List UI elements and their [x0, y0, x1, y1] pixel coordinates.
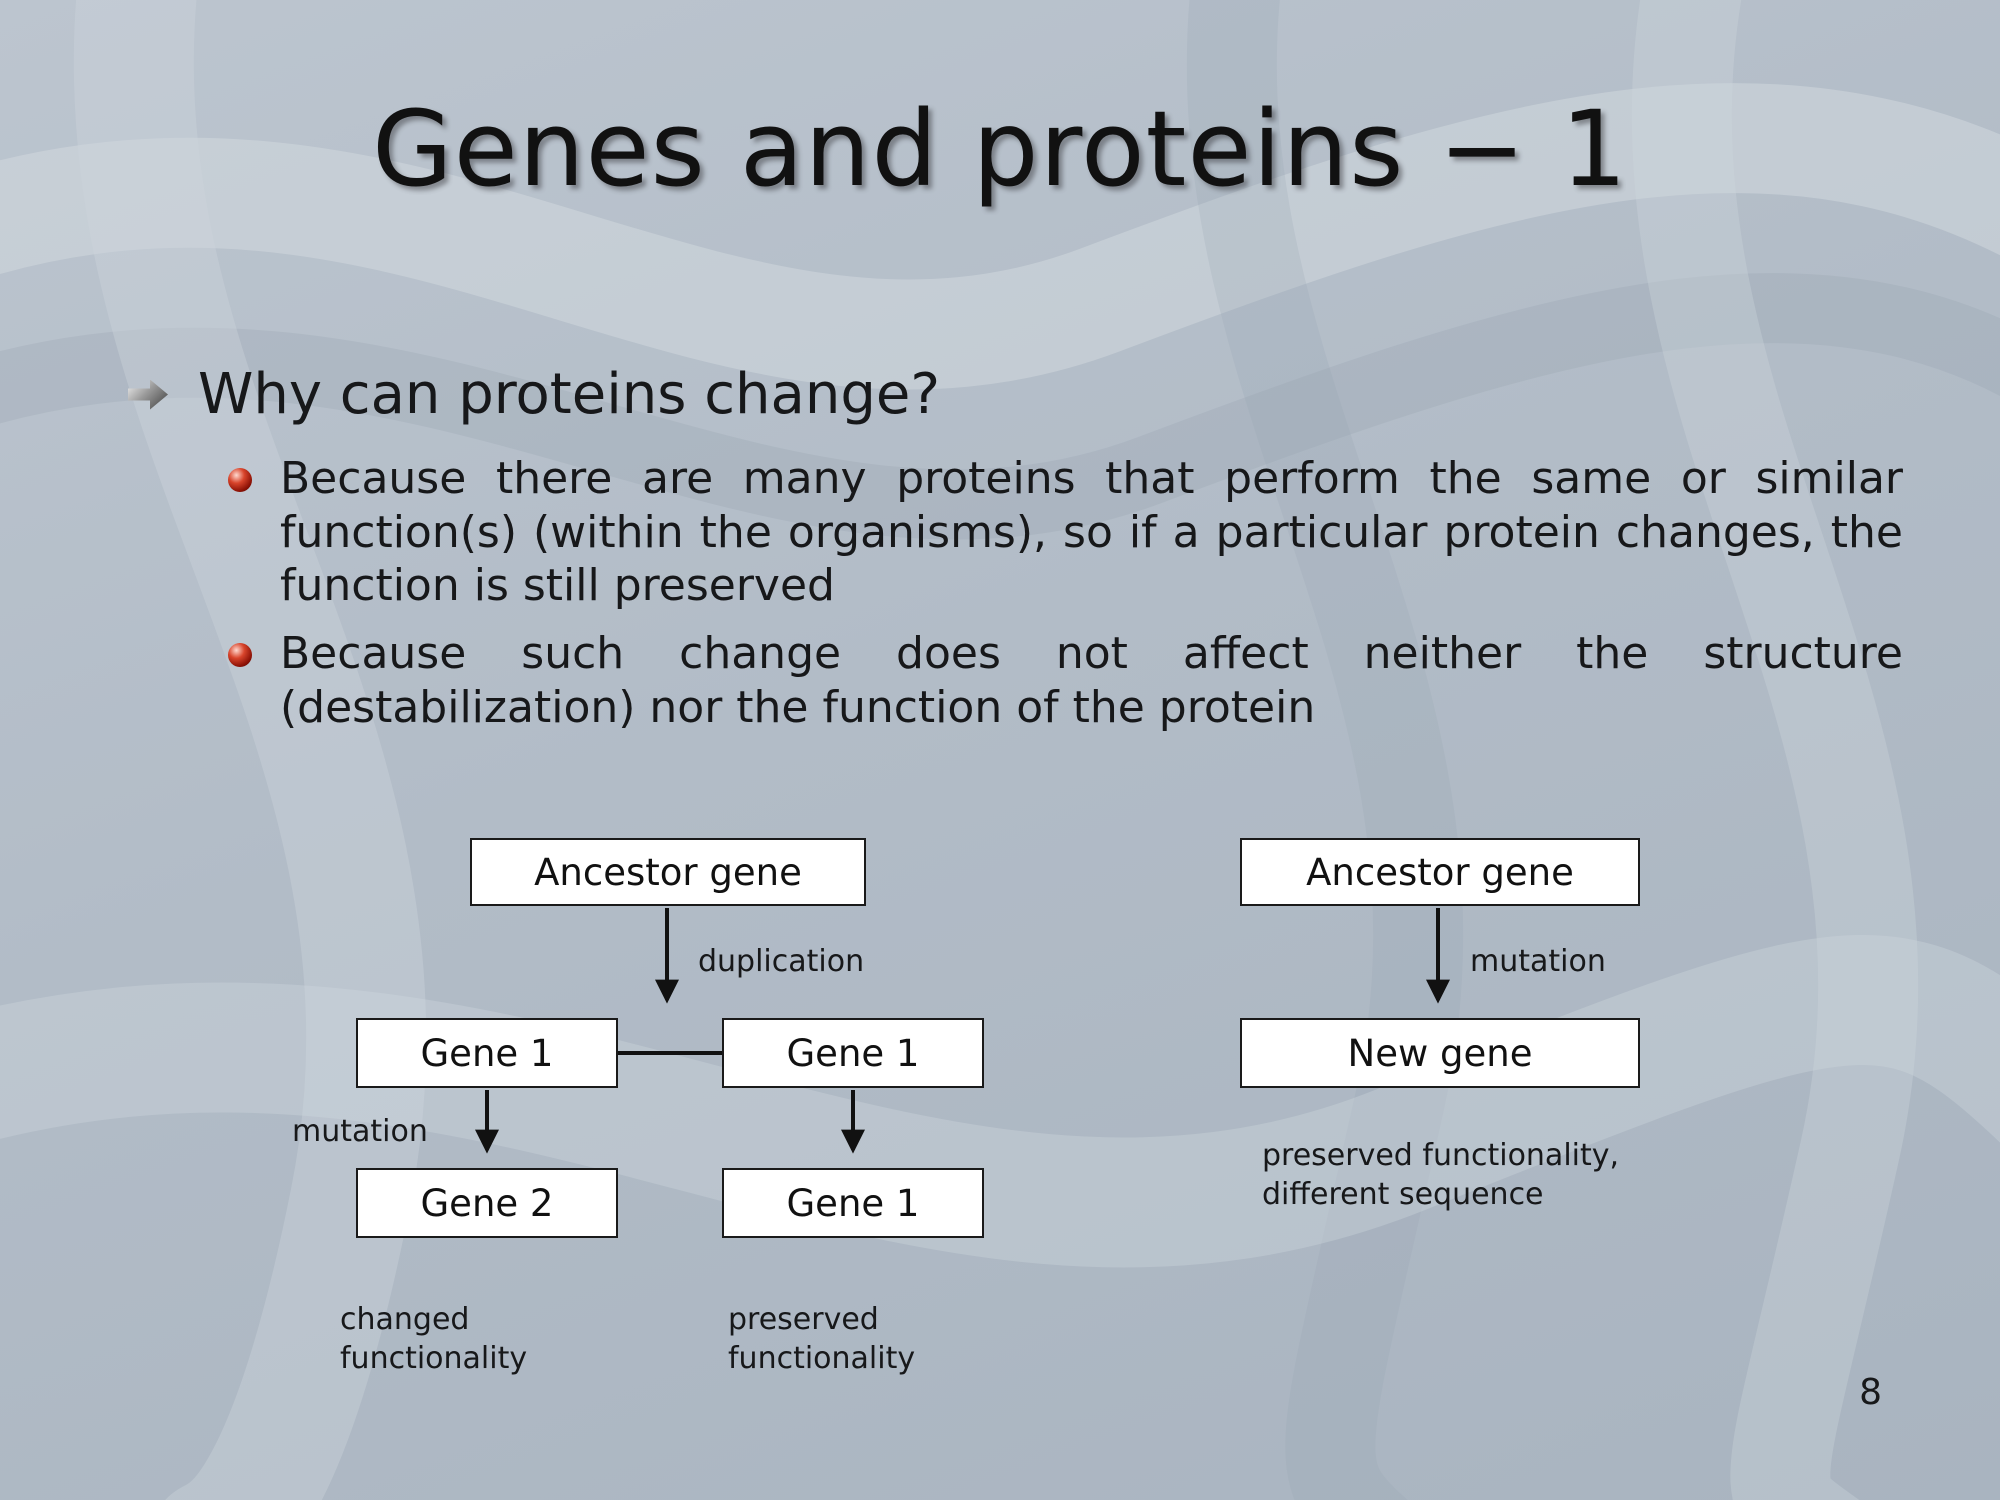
preserved-sequence-caption: preserved functionality, different seque… — [1262, 1138, 1620, 1212]
sub-bullet-text: Because such change does not affect neit… — [280, 628, 1903, 733]
duplication-label: duplication — [698, 944, 865, 979]
gene1-bottom-box: Gene 1 — [722, 1168, 984, 1238]
slide-title: Genes and proteins − 1 — [372, 88, 1628, 210]
ancestor-gene-box-left: Ancestor gene — [470, 838, 866, 906]
preserved-functionality-caption: preserved functionality — [728, 1302, 916, 1376]
changed-functionality-caption: changed functionality — [340, 1302, 528, 1376]
main-bullet-text: Why can proteins change? — [198, 362, 941, 427]
gene1-top-right-box: Gene 1 — [722, 1018, 984, 1088]
list-item: Because such change does not affect neit… — [228, 627, 1903, 734]
gene1-top-left-box: Gene 1 — [356, 1018, 618, 1088]
sub-bullet-text: Because there are many proteins that per… — [280, 453, 1903, 612]
arrow-bullet-icon — [128, 379, 168, 410]
list-item: Because there are many proteins that per… — [228, 452, 1903, 613]
main-bullet: Why can proteins change? — [128, 362, 940, 427]
mutation-label-right: mutation — [1470, 944, 1606, 979]
new-gene-box: New gene — [1240, 1018, 1640, 1088]
gene2-box: Gene 2 — [356, 1168, 618, 1238]
sphere-bullet-icon — [228, 468, 252, 492]
page-number: 8 — [1859, 1372, 1882, 1413]
ancestor-gene-box-right: Ancestor gene — [1240, 838, 1640, 906]
sphere-bullet-icon — [228, 643, 252, 668]
sub-bullet-list: Because there are many proteins that per… — [228, 452, 1903, 748]
mutation-label-left: mutation — [292, 1114, 428, 1149]
